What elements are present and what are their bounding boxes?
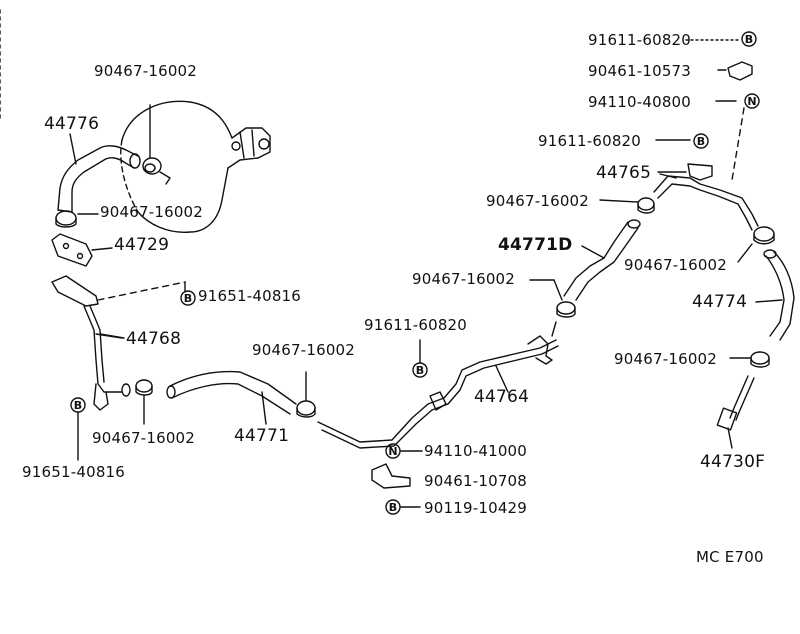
label-44771: 44771 — [234, 426, 290, 446]
label-91651-40816-upper: 91651-40816 — [198, 287, 302, 305]
label-44771D: 44771D — [498, 235, 573, 255]
symbol-bolt-left: B — [180, 290, 196, 306]
leader-lines — [69, 39, 739, 339]
clip-90461-lower — [371, 463, 411, 489]
hose-44776 — [57, 145, 141, 213]
symbol-bolt-lower-left: B — [70, 397, 86, 413]
svg-text:B: B — [416, 364, 424, 377]
svg-text:N: N — [747, 95, 756, 108]
label-90467-16002-lower-right: 90467-16002 — [614, 350, 718, 368]
label-90467-16002-left: 90467-16002 — [100, 203, 204, 221]
pipe-44768 — [51, 275, 186, 411]
pipe-44765 — [653, 163, 759, 231]
symbol-bolt-bottom: B — [385, 499, 421, 515]
label-44765: 44765 — [596, 163, 652, 183]
clamp-mid-right — [529, 279, 576, 337]
symbol-bolt-top-right: B — [741, 31, 757, 47]
svg-text:N: N — [388, 445, 397, 458]
brake-booster-outline — [120, 100, 271, 233]
pipe-44764 — [317, 335, 559, 449]
clamp-upper — [142, 104, 171, 185]
clamp-lower-left — [135, 379, 153, 425]
label-94110-41000: 94110-41000 — [424, 442, 528, 460]
hose-44771D — [563, 219, 641, 301]
label-90461-10708: 90461-10708 — [424, 472, 528, 490]
label-91611-60820-center: 91611-60820 — [364, 316, 468, 334]
label-94110-40800: 94110-40800 — [588, 93, 692, 111]
symbol-nut-top-right: N — [744, 93, 760, 109]
label-90467-16002-upper-mid: 90467-16002 — [486, 192, 590, 210]
clamp-left — [55, 210, 99, 228]
clamp-right — [737, 226, 775, 263]
symbol-bolt-center: B — [412, 339, 428, 378]
label-90467-16002-center: 90467-16002 — [412, 270, 516, 288]
label-90467-16002-lower-left: 90467-16002 — [92, 429, 196, 447]
symbol-bolt-mid-right: B — [693, 133, 709, 149]
label-44730F: 44730F — [700, 452, 766, 472]
label-91611-60820-mid: 91611-60820 — [538, 132, 642, 150]
label-44768: 44768 — [126, 329, 182, 349]
clip-90461-upper — [717, 61, 753, 81]
label-90467-16002-top: 90467-16002 — [94, 62, 198, 80]
clamp-lower-right — [729, 351, 770, 368]
label-90467-16002-right: 90467-16002 — [624, 256, 728, 274]
label-91611-60820-top: 91611-60820 — [588, 31, 692, 49]
label-44764: 44764 — [474, 387, 530, 407]
label-90467-16002-mid-left: 90467-16002 — [252, 341, 356, 359]
clamp-upper-mid — [599, 197, 655, 214]
fastener-dashed-line — [731, 107, 745, 181]
svg-text:B: B — [389, 501, 397, 514]
clamp-mid-left — [296, 371, 316, 418]
svg-text:B: B — [184, 292, 192, 305]
figure-code: MC E700 — [696, 548, 764, 566]
label-44774: 44774 — [692, 292, 748, 312]
label-44776: 44776 — [44, 114, 100, 134]
label-91651-40816-lower: 91651-40816 — [22, 463, 126, 481]
svg-text:B: B — [745, 33, 753, 46]
svg-text:B: B — [74, 399, 82, 412]
hose-44774 — [755, 249, 795, 341]
valve-44730F — [716, 375, 755, 449]
svg-text:B: B — [697, 135, 705, 148]
symbol-nut-bottom: N — [385, 443, 423, 459]
bracket-44729 — [51, 233, 113, 267]
hose-44771 — [166, 370, 297, 425]
label-44729: 44729 — [114, 235, 170, 255]
label-90461-10573: 90461-10573 — [588, 62, 692, 80]
label-90119-10429: 90119-10429 — [424, 499, 528, 517]
